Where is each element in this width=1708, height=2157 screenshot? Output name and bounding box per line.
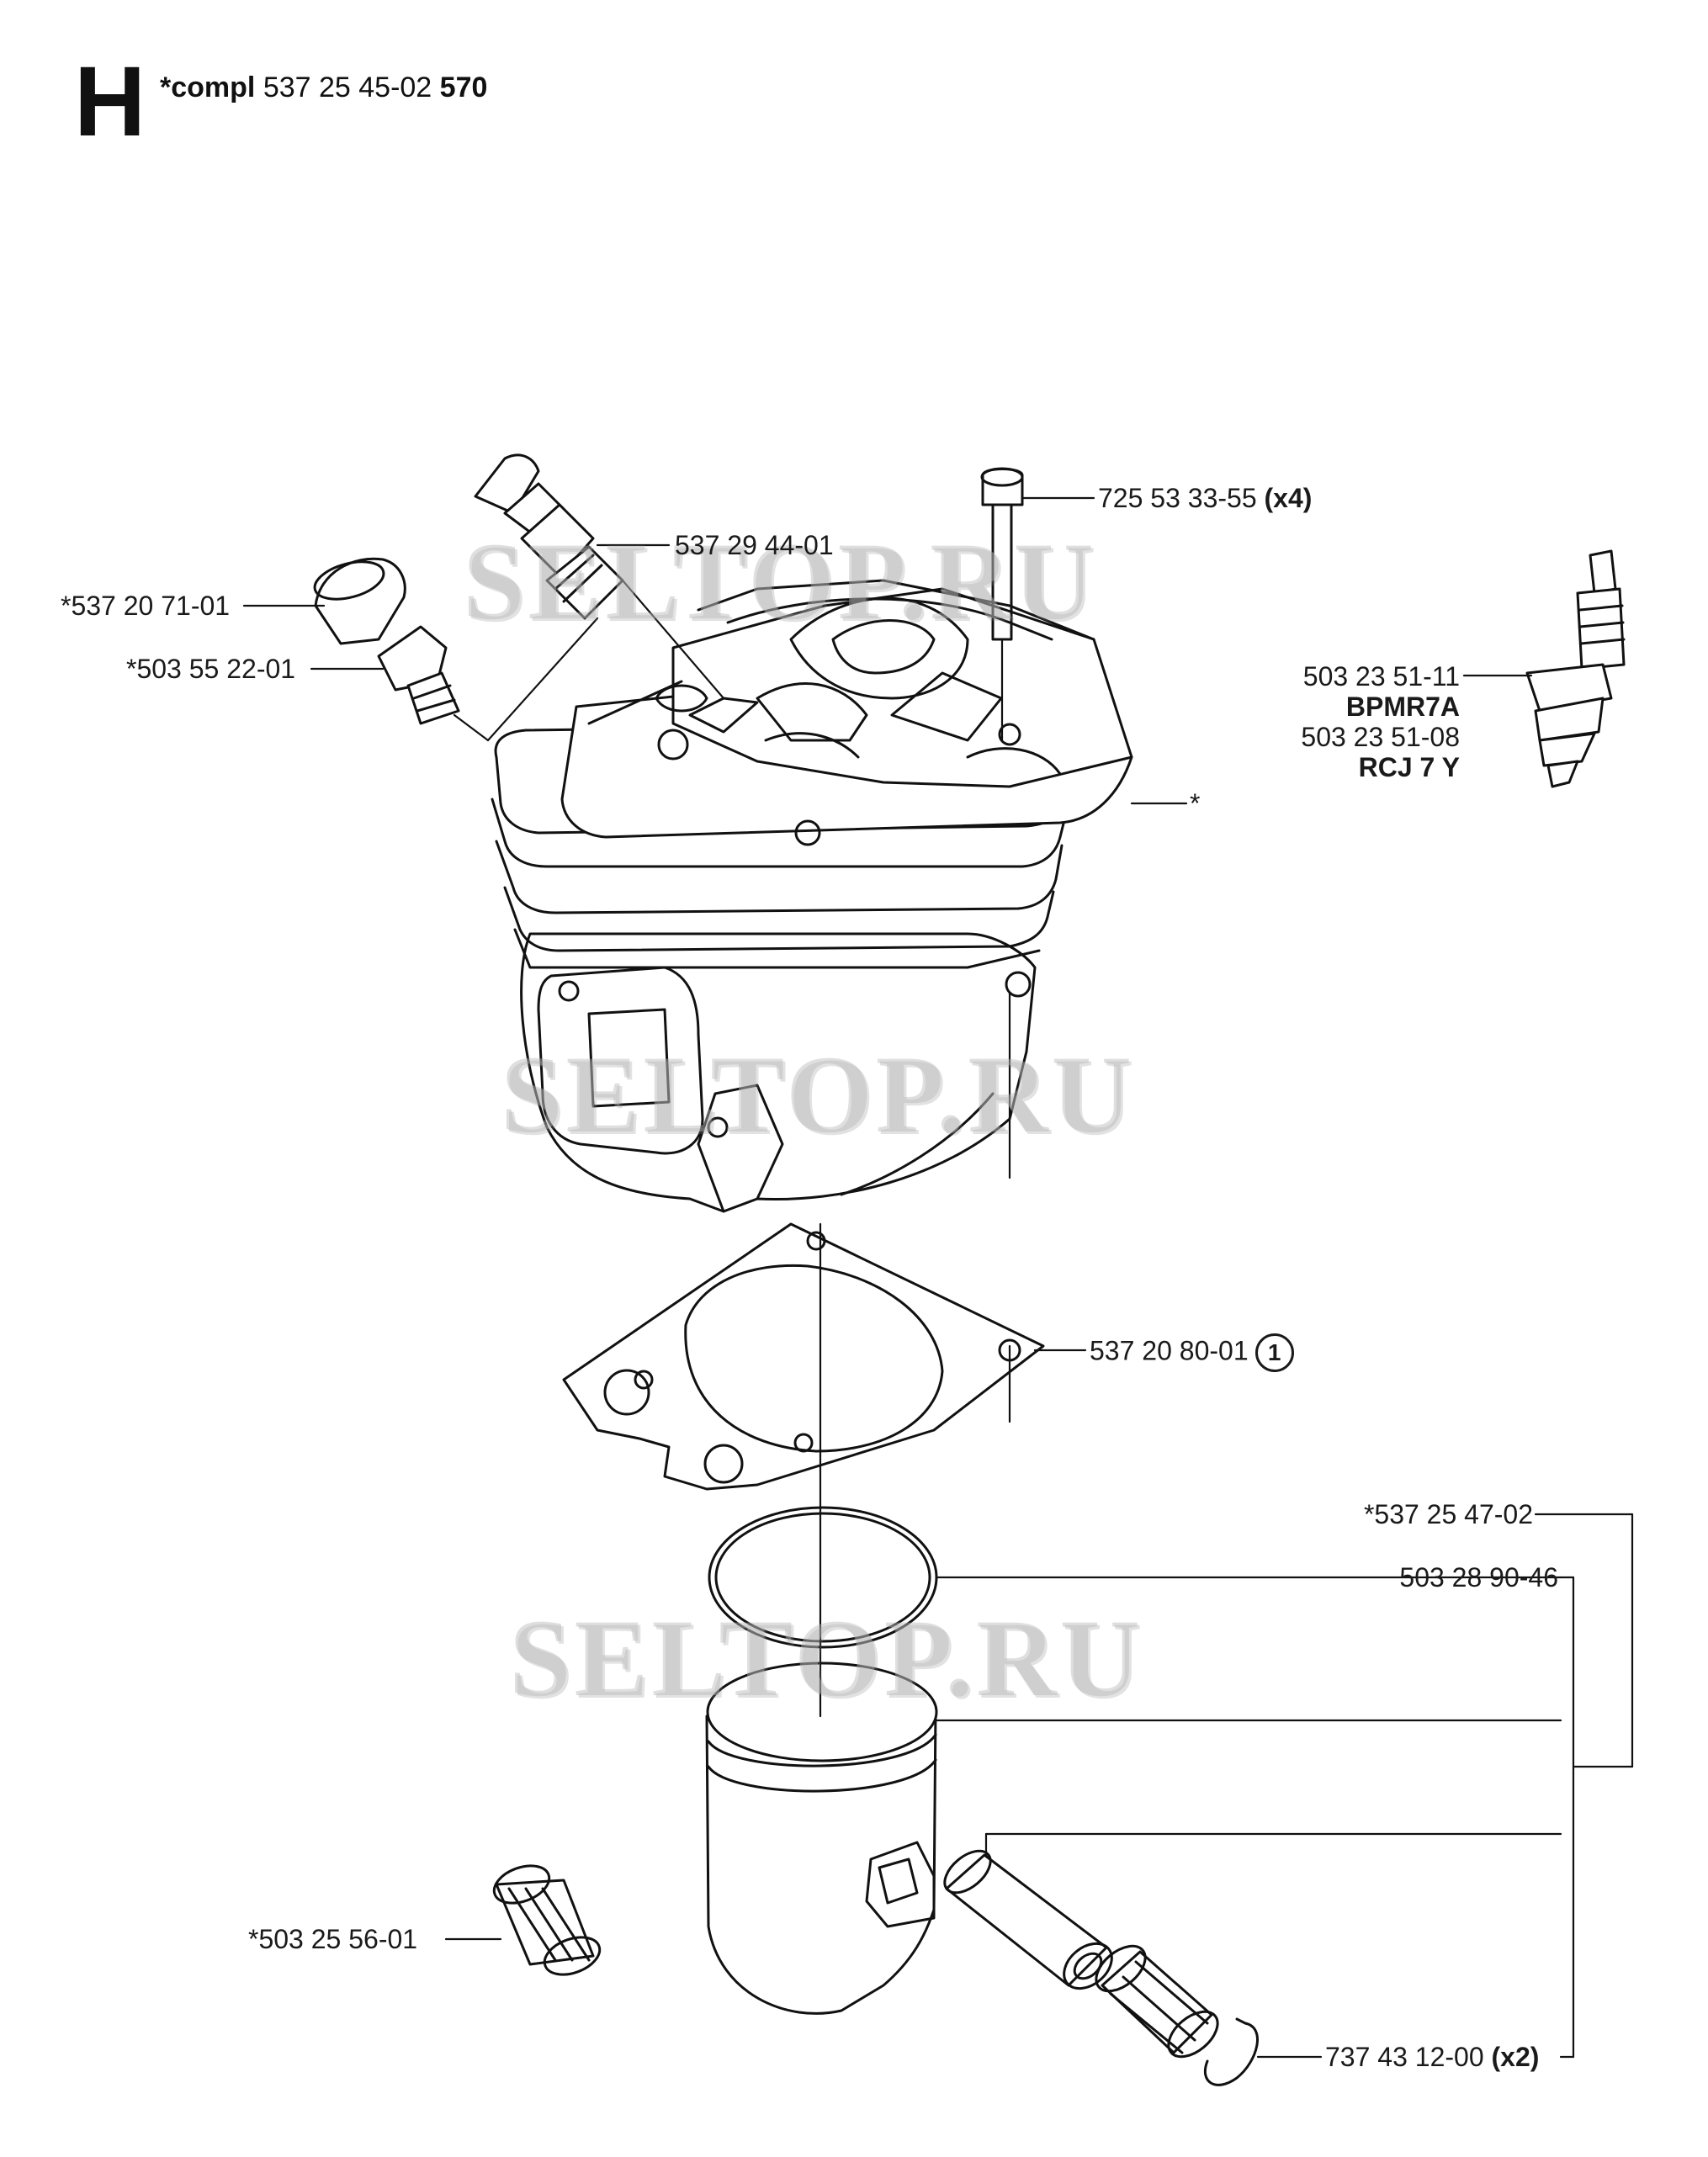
base-gasket: [562, 1222, 1045, 1491]
watermark: SELTOP.RU: [463, 519, 1097, 643]
label-circlip: 737 43 12-00 (x2): [1325, 2042, 1539, 2072]
circlip-part-number: 737 43 12-00: [1325, 2042, 1484, 2072]
watermark: SELTOP.RU: [501, 1032, 1135, 1156]
label-decompression-valve: 537 29 44-01: [675, 530, 834, 560]
label-plug: *537 20 71-01: [61, 591, 231, 621]
label-spark-plug-number-1: 503 23 51-11: [1302, 661, 1460, 692]
piston-ring: [708, 1506, 938, 1649]
label-piston-kit: *537 25 47-02: [1363, 1499, 1533, 1529]
piston-pin: [943, 1849, 1113, 1990]
piston: [705, 1661, 938, 2015]
needle-bearing-left: [492, 1864, 602, 1976]
label-cylinder: *: [1190, 788, 1201, 819]
label-adapter: *503 55 22-01: [126, 654, 296, 684]
cylinder: [491, 579, 1133, 1213]
compl-prefix: *compl: [160, 72, 256, 103]
cylinder-bolt: [980, 467, 1024, 641]
label-spark-plug-number-2: 503 23 51-08: [1301, 722, 1460, 752]
spark-plug: [1525, 549, 1626, 788]
compl-part-number: 537 25 45-02: [263, 72, 432, 103]
circlip-quantity: (x2): [1491, 2042, 1540, 2072]
needle-bearing-right: [1095, 1944, 1219, 2059]
section-letter: H: [74, 46, 146, 157]
gasket-note-badge: 1: [1254, 1333, 1294, 1372]
circlip: [1203, 2017, 1259, 2086]
label-needle-bearing: *503 25 56-01: [248, 1924, 418, 1954]
label-spark-plug-type-2: RCJ 7 Y: [1358, 752, 1460, 782]
decompression-valve: [474, 453, 624, 620]
label-piston-ring: 503 28 90-46: [1399, 1562, 1558, 1593]
header-line: *compl 537 25 45-02 570: [160, 71, 487, 104]
gasket-part-number: 537 20 80-01: [1090, 1335, 1249, 1366]
plug: [313, 557, 406, 645]
label-spark-plug-type-1: BPMR7A: [1345, 692, 1460, 722]
watermark: SELTOP.RU: [509, 1596, 1143, 1720]
model-number: 570: [439, 72, 488, 103]
adapter: [377, 625, 460, 725]
bolt-part-number: 725 53 33-55: [1098, 483, 1257, 513]
leader-lines: [242, 496, 1634, 2059]
label-bolt: 725 53 33-55 (x4): [1098, 483, 1312, 513]
bolt-quantity: (x4): [1264, 483, 1313, 513]
